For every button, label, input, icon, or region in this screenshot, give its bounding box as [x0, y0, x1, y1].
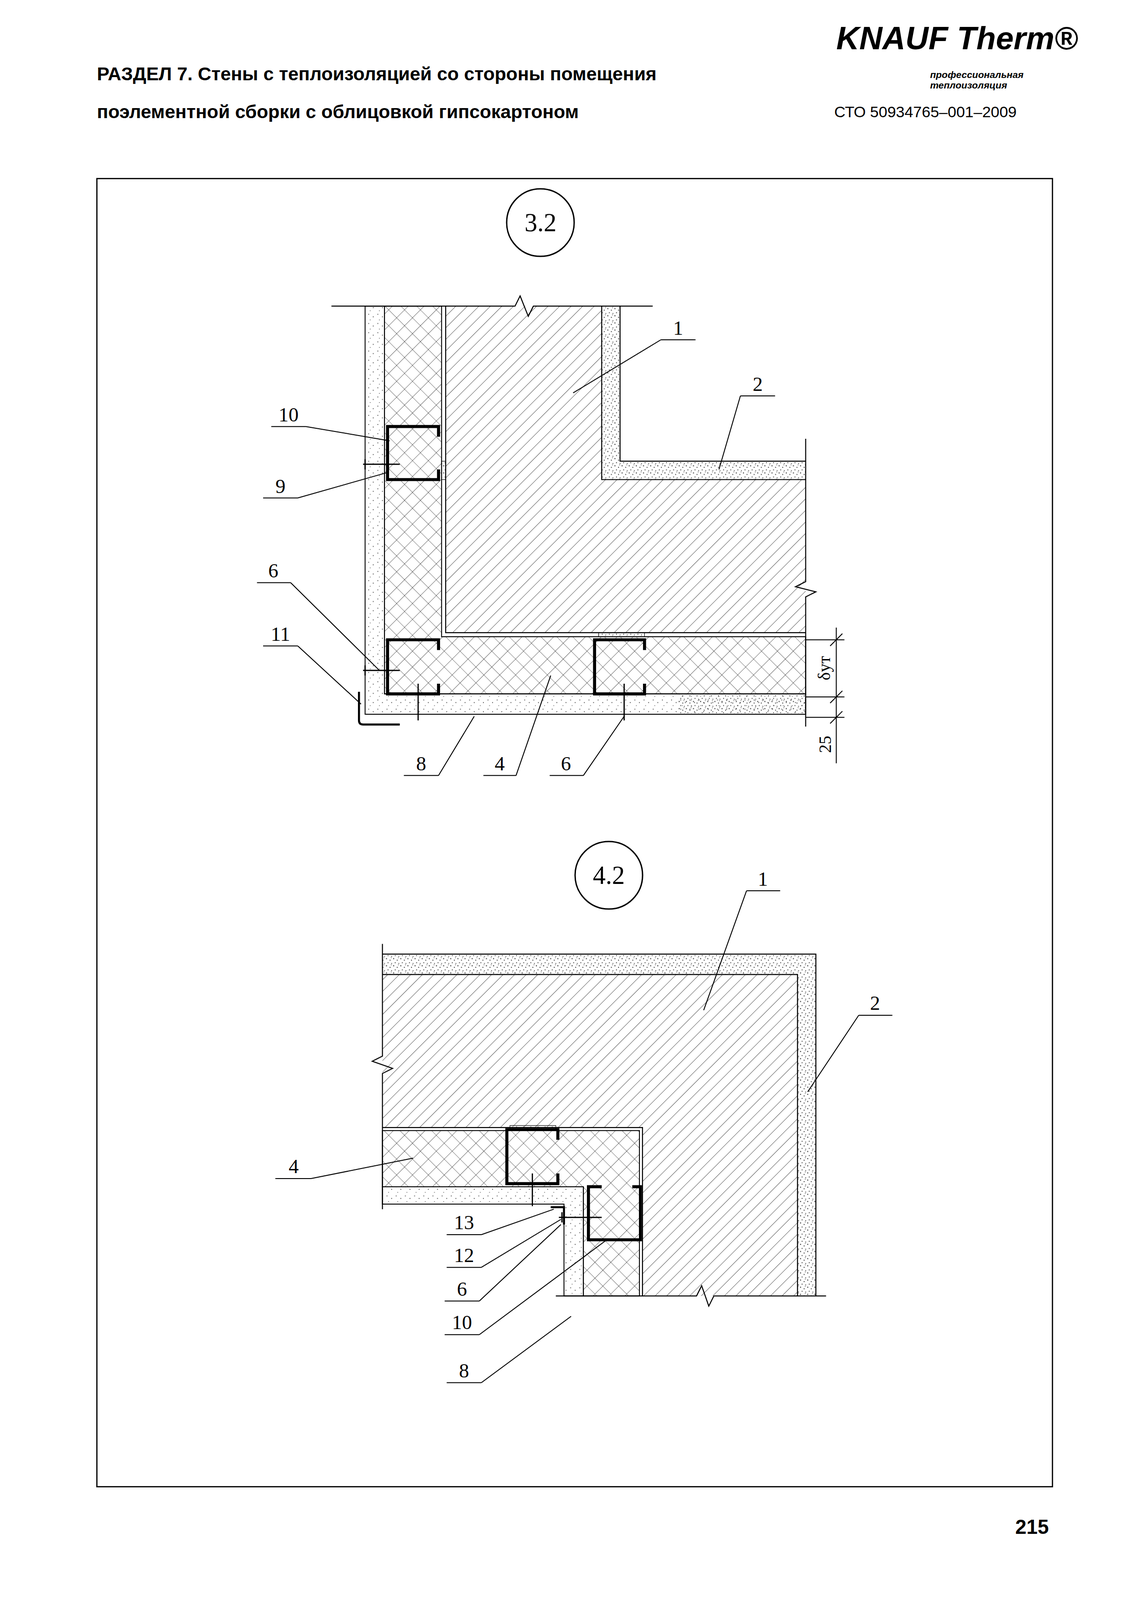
c-profile — [387, 639, 439, 695]
callout-number: 11 — [270, 624, 291, 645]
c-profile — [594, 639, 645, 695]
callout-number: 1 — [757, 869, 768, 890]
break-line — [372, 943, 393, 1209]
circle-outline — [506, 188, 575, 257]
gypsum-board — [678, 695, 806, 714]
callout-number: 10 — [278, 404, 299, 426]
detail-4-2 — [275, 890, 893, 1383]
callout-number: 12 — [453, 1245, 474, 1266]
detail-number: 4.2 — [592, 862, 625, 888]
dimension-line — [805, 627, 845, 764]
break-line — [795, 438, 816, 727]
callout-number: 10 — [451, 1312, 473, 1333]
dimension-label: 25 — [816, 733, 834, 755]
break-line — [555, 1285, 827, 1307]
callout-number: 9 — [275, 476, 286, 497]
brand-logo: KNAUF Therm® — [836, 22, 1079, 55]
brand-tagline: профессиональная теплоизоляция — [929, 69, 1044, 91]
callout-number: 6 — [456, 1279, 467, 1300]
corner-bead — [358, 691, 400, 725]
plaster-layer — [601, 306, 806, 480]
callout-number: 6 — [268, 560, 279, 582]
fixing-plate — [509, 1125, 556, 1130]
page-number: 215 — [1015, 1516, 1049, 1537]
leader-line — [257, 339, 776, 776]
callout-number: 8 — [416, 753, 427, 774]
callout-number: 2 — [752, 374, 763, 395]
page-frame — [96, 178, 1053, 1487]
screw — [532, 1173, 602, 1223]
gypsum-board — [365, 306, 806, 715]
screw — [363, 459, 624, 721]
detail-circle: 4.2 — [574, 840, 644, 910]
fixing-plate — [441, 461, 446, 480]
callout-number: 8 — [458, 1360, 469, 1381]
callout-number: 4 — [288, 1156, 299, 1177]
dimension-label: δут — [815, 653, 833, 683]
callout-number: 6 — [560, 753, 571, 774]
detail-circle: 3.2 — [505, 187, 576, 258]
circle-outline — [575, 841, 643, 909]
fixing-plate — [598, 632, 645, 637]
callout-number: 1 — [673, 318, 684, 339]
callout-number: 2 — [870, 993, 881, 1014]
callout-number: 4 — [494, 753, 505, 774]
concrete-wall — [382, 974, 798, 1297]
page-title: РАЗДЕЛ 7. Стены с теплоизоляцией со стор… — [96, 55, 781, 131]
standard-code: СТО 50934765–001–2009 — [834, 103, 1017, 120]
wall-outline — [445, 306, 806, 633]
break-line — [331, 295, 653, 317]
detail-3-2 — [257, 295, 845, 776]
concrete-wall — [445, 306, 806, 633]
leader-line — [275, 890, 893, 1383]
detail-number: 3.2 — [524, 209, 557, 236]
c-profile — [387, 426, 439, 480]
insulation-layer — [384, 306, 806, 694]
callout-number: 13 — [453, 1212, 474, 1233]
c-profile — [588, 1186, 641, 1240]
wall-outline — [382, 954, 816, 1296]
plaster-layer — [382, 954, 816, 1296]
